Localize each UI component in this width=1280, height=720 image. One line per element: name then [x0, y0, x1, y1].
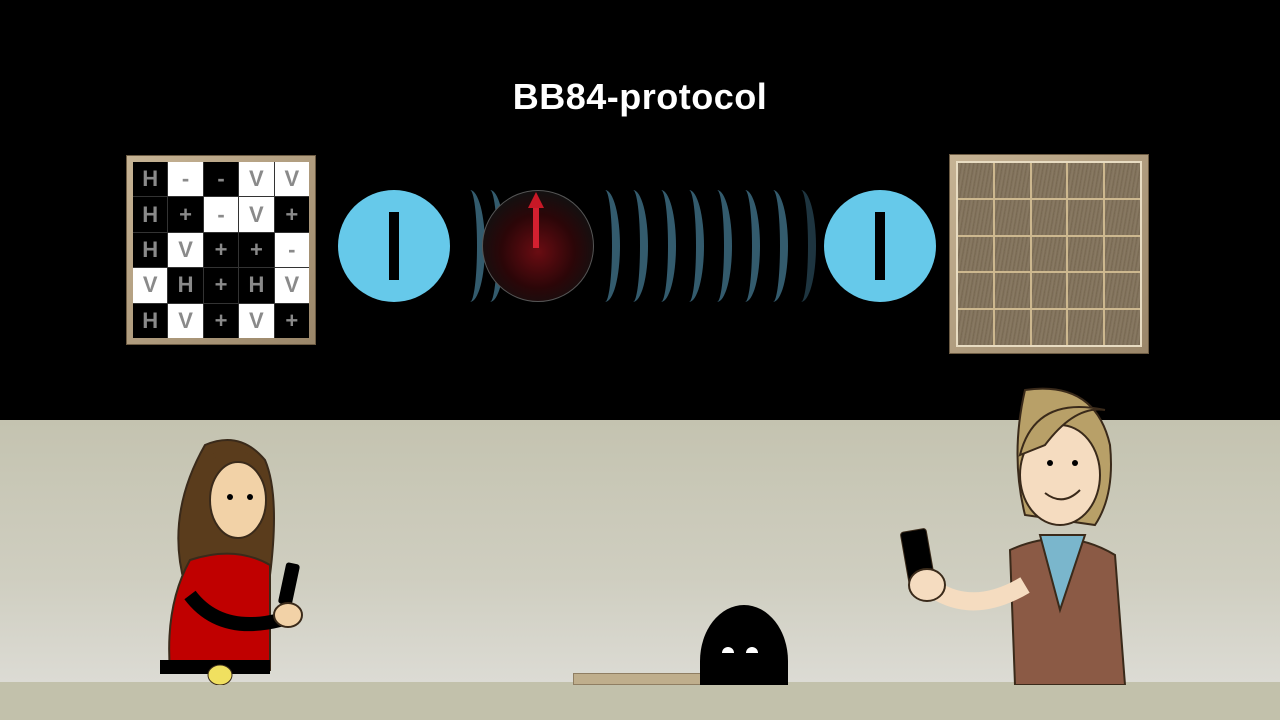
basis-cell: V	[133, 268, 168, 303]
alice-polarization-filter-icon	[338, 190, 450, 302]
page-title: BB84-protocol	[512, 76, 768, 117]
floor	[0, 682, 1280, 720]
eve-grid-board	[573, 673, 707, 685]
polarization-arrow-icon	[533, 206, 539, 248]
empty-cell	[1068, 273, 1104, 309]
empty-cell	[1031, 163, 1067, 198]
basis-cell: +	[203, 232, 239, 268]
basis-cell: +	[203, 268, 239, 303]
wave-arc-icon	[618, 190, 648, 302]
empty-cell	[1105, 236, 1140, 272]
empty-cell	[1068, 310, 1104, 345]
empty-cell	[1105, 163, 1140, 198]
empty-cell	[1105, 273, 1140, 309]
basis-cell: +	[274, 197, 309, 232]
basis-cell: -	[203, 162, 239, 197]
alice-character-icon	[160, 439, 303, 685]
empty-cell	[958, 163, 993, 198]
basis-cell: -	[203, 197, 239, 232]
empty-cell	[1105, 310, 1140, 345]
bob-grid-cells	[956, 161, 1142, 347]
empty-cell	[1105, 199, 1140, 235]
basis-cell: V	[239, 303, 274, 338]
basis-cell: -	[168, 162, 203, 197]
empty-cell	[1068, 163, 1104, 198]
wave-arc-icon	[590, 190, 620, 302]
empty-cell	[1031, 199, 1067, 235]
bob-basis-grid	[949, 154, 1149, 354]
bob-polarization-filter-icon	[824, 190, 936, 302]
empty-cell	[1031, 310, 1067, 345]
wave-arc-icon	[646, 190, 676, 302]
empty-cell	[1068, 199, 1104, 235]
wave-arc-icon	[674, 190, 704, 302]
basis-cell: H	[133, 303, 168, 338]
empty-cell	[958, 273, 993, 309]
wave-arc-icon	[786, 190, 816, 302]
basis-cell: +	[239, 232, 274, 268]
bob-character-icon	[900, 387, 1127, 685]
empty-cell	[994, 199, 1030, 235]
empty-cell	[958, 310, 993, 345]
basis-cell: V	[239, 197, 274, 232]
empty-cell	[1031, 273, 1067, 309]
eve-eavesdropper-icon	[700, 605, 790, 685]
basis-cell: V	[274, 162, 309, 197]
polarization-arrow-head-icon	[528, 192, 544, 208]
wave-arc-icon	[758, 190, 788, 302]
basis-cell: V	[239, 162, 274, 197]
basis-cell: -	[274, 232, 309, 268]
empty-cell	[994, 310, 1030, 345]
basis-cell: V	[168, 303, 203, 338]
empty-cell	[1031, 236, 1067, 272]
wave-arc-icon	[702, 190, 732, 302]
basis-cell: H	[133, 232, 168, 268]
wave-arc-icon	[730, 190, 760, 302]
empty-cell	[994, 163, 1030, 198]
empty-cell	[958, 236, 993, 272]
empty-cell	[958, 199, 993, 235]
basis-cell: H	[133, 197, 168, 232]
empty-cell	[994, 273, 1030, 309]
basis-cell: H	[168, 268, 203, 303]
basis-cell: H	[239, 268, 274, 303]
basis-cell: V	[274, 268, 309, 303]
basis-cell: H	[133, 162, 168, 197]
empty-cell	[1068, 236, 1104, 272]
basis-cell: +	[274, 303, 309, 338]
basis-cell: +	[203, 303, 239, 338]
basis-cell: +	[168, 197, 203, 232]
empty-cell	[994, 236, 1030, 272]
basis-cell: V	[168, 232, 203, 268]
